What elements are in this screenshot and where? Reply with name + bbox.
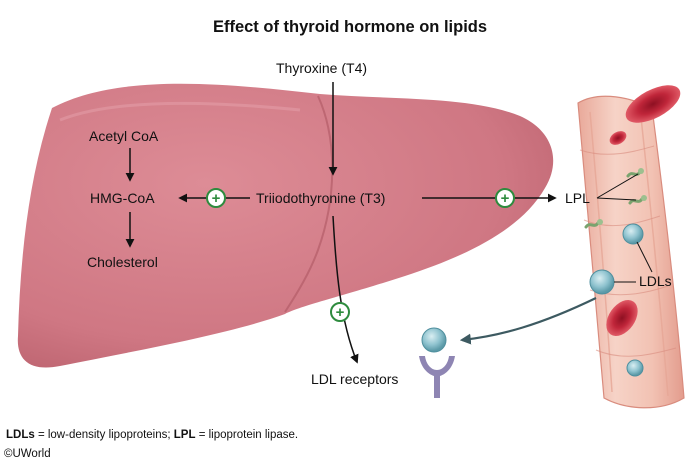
arrow-ldl-to-receptor — [459, 297, 597, 345]
ldl-particles — [589, 223, 644, 377]
stimulation-markers: + + + — [206, 188, 515, 322]
red-blood-cell — [606, 299, 638, 337]
lpl-strand — [628, 197, 644, 205]
footnote-def-ldls: = low-density lipoproteins; — [34, 429, 174, 441]
lpl-enzymes — [584, 168, 647, 229]
footnote-abbr-ldls: LDLs — [6, 429, 35, 441]
ldl-particle — [626, 359, 644, 377]
label-triiodothyronine: Triiodothyronine (T3) — [256, 190, 386, 206]
arrow-t3-to-ldl-receptors — [332, 215, 359, 364]
diagram-title: Effect of thyroid hormone on lipids — [212, 18, 488, 36]
svg-text:+: + — [336, 304, 345, 321]
footnote-def-lpl: = lipoprotein lipase. — [195, 429, 299, 441]
red-blood-cell — [625, 85, 681, 123]
label-ldl-receptors: LDL receptors — [311, 371, 399, 387]
label-cholesterol: Cholesterol — [87, 254, 158, 270]
lpl-strand — [584, 221, 600, 229]
red-blood-cell — [609, 131, 627, 145]
label-ldls: LDLs — [639, 273, 672, 289]
footnote-abbr-lpl: LPL — [173, 429, 196, 441]
red-blood-cells — [606, 85, 681, 337]
pointer-lines — [596, 173, 653, 283]
plus-marker-ldl-receptors: + — [330, 302, 350, 322]
plus-marker-hmgcoa: + — [206, 188, 226, 208]
label-acetyl-coa: Acetyl CoA — [89, 128, 159, 144]
label-lpl: LPL — [565, 190, 590, 206]
copyright: ©UWorld — [4, 448, 51, 460]
label-thyroxine: Thyroxine (T4) — [276, 60, 368, 76]
plus-marker-lpl: + — [495, 188, 515, 208]
ldl-receptor-illustration — [419, 327, 455, 398]
svg-text:+: + — [212, 190, 221, 207]
ldl-particle — [589, 269, 615, 295]
ldl-particle — [421, 327, 447, 353]
svg-text:+: + — [501, 190, 510, 207]
footnote: LDLs = low-density lipoproteins; LPL = l… — [6, 428, 298, 442]
label-hmg-coa: HMG-CoA — [90, 190, 155, 206]
liver-illustration — [17, 83, 554, 368]
ldl-particle — [622, 223, 644, 245]
